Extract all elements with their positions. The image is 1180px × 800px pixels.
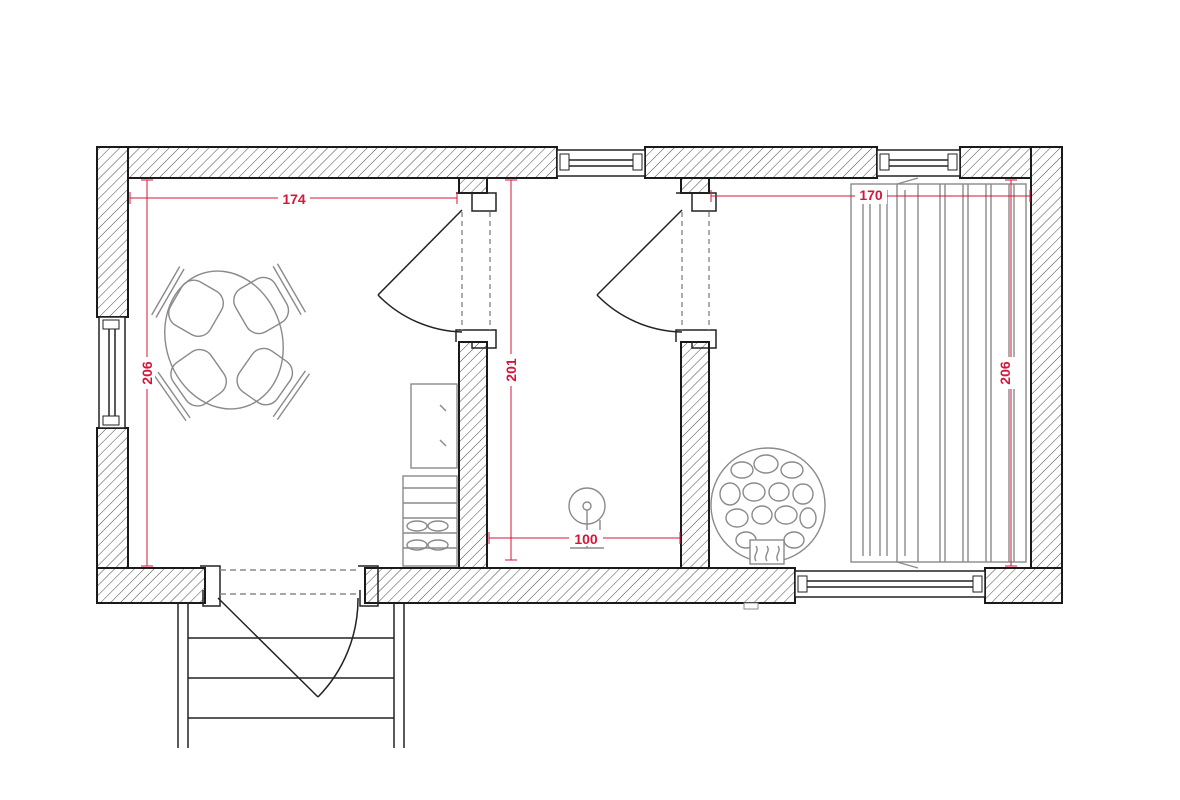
door-living-shower bbox=[377, 209, 491, 333]
dim-label-170: 170 bbox=[859, 187, 883, 203]
dimension-shower-width: 100 bbox=[488, 530, 681, 547]
entrance-stairs bbox=[177, 603, 405, 748]
sauna-stove bbox=[710, 447, 826, 565]
window-top-middle bbox=[556, 149, 646, 177]
dimension-right-width: 170 bbox=[710, 187, 1031, 204]
wardrobe bbox=[410, 383, 458, 469]
window-bottom-right bbox=[743, 570, 986, 610]
dim-label-174: 174 bbox=[282, 191, 306, 207]
dim-label-201: 201 bbox=[503, 358, 519, 382]
window-left bbox=[98, 316, 126, 429]
entrance-door bbox=[217, 569, 359, 698]
dim-label-100: 100 bbox=[574, 531, 598, 547]
sauna-benches bbox=[850, 177, 1027, 569]
dim-label-206-left: 206 bbox=[139, 361, 155, 385]
dimension-left-width: 174 bbox=[129, 190, 458, 207]
walls bbox=[96, 146, 1063, 604]
dimension-left-height: 206 bbox=[139, 179, 155, 567]
dimension-middle-height: 201 bbox=[503, 179, 519, 561]
dimension-right-height: 206 bbox=[997, 179, 1019, 567]
dim-label-206-right: 206 bbox=[997, 361, 1013, 385]
door-shower-sauna bbox=[596, 209, 710, 333]
window-top-right bbox=[876, 149, 961, 177]
shoe-rack bbox=[402, 475, 458, 567]
dining-table-set bbox=[151, 263, 311, 422]
